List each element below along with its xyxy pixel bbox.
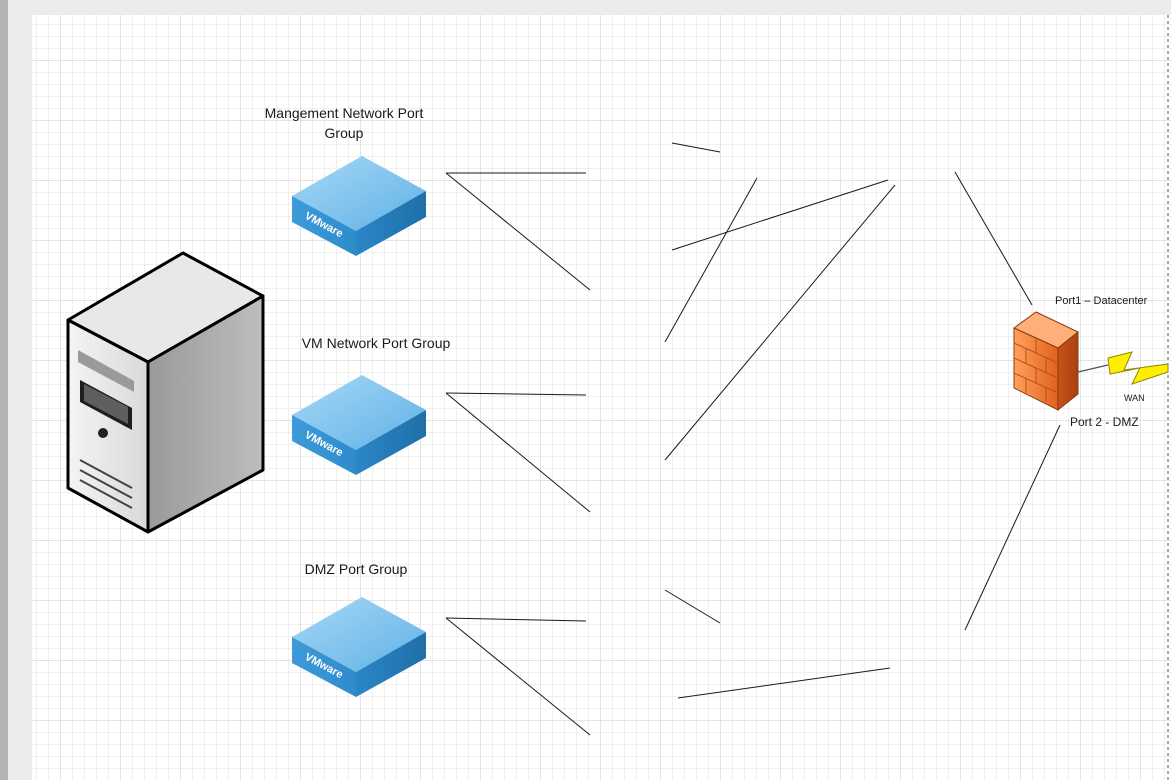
vmware-box-mgmt[interactable]: VMware [292, 156, 426, 256]
label-dmz-port-group: DMZ Port Group [305, 561, 408, 577]
server-icon [66, 251, 265, 534]
left-ruler [0, 0, 8, 780]
port2-label: Port 2 - DMZ [1070, 415, 1139, 429]
label-mgmt-line1: Mangement Network Port [265, 105, 424, 121]
firewall-icon [1013, 311, 1079, 412]
vmware-box-dmz[interactable]: VMware [292, 597, 426, 697]
port1-label: Port1 – Datacenter [1055, 295, 1148, 307]
vmware-box-vm[interactable]: VMware [292, 375, 426, 475]
wan-lightning-icon [1077, 351, 1169, 385]
connections [445, 142, 1061, 736]
label-vm-port-group: VM Network Port Group [302, 335, 451, 351]
label-mgmt-line2: Group [325, 125, 364, 141]
wan-label: WAN [1124, 393, 1145, 403]
